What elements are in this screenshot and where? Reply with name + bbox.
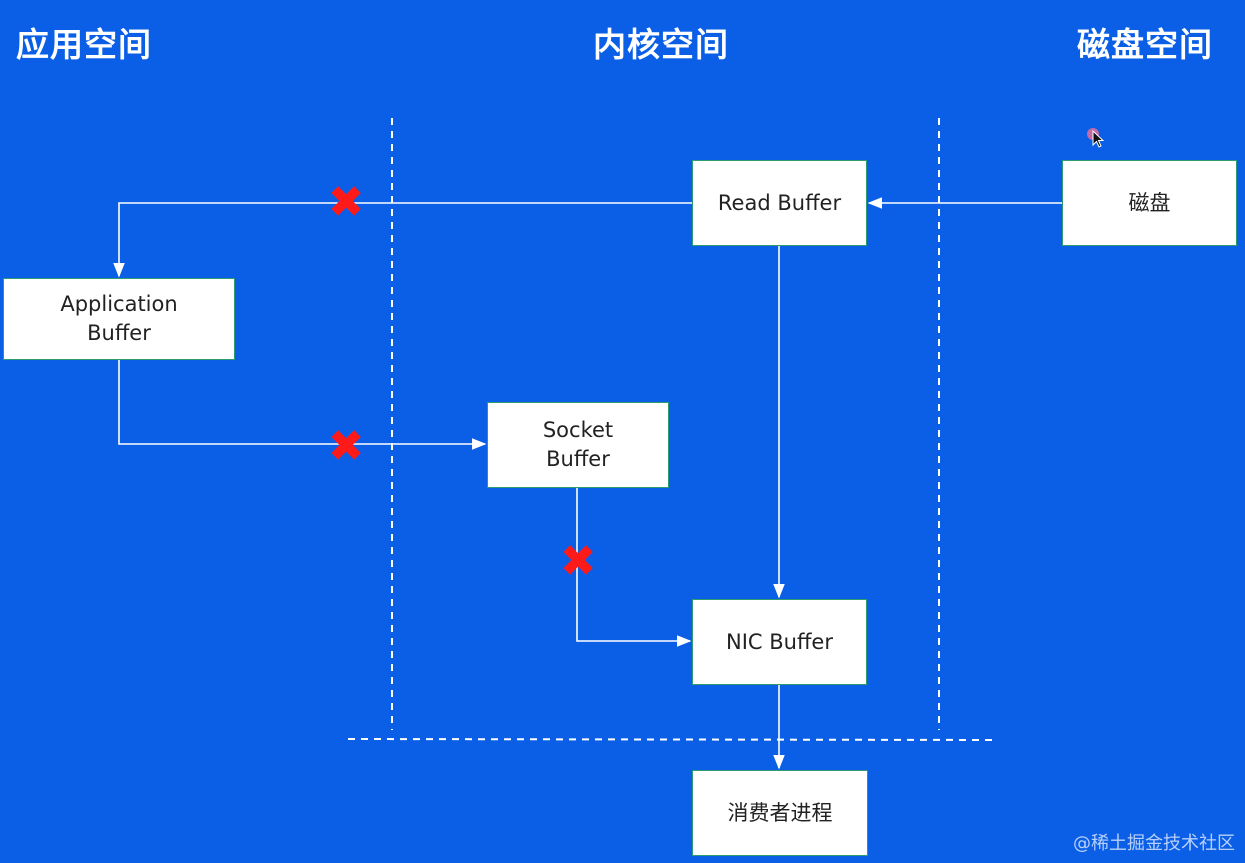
disk-label: 磁盘 [1128, 190, 1171, 215]
disk-box: 磁盘 [1062, 160, 1237, 246]
consumer-process-label: 消费者进程 [727, 800, 833, 825]
application-buffer-label-line2: Buffer [87, 321, 151, 345]
read-buffer-label: Read Buffer [717, 190, 842, 215]
read-buffer-box: Read Buffer [692, 160, 867, 246]
arrow-socket-buffer-to-nic-buffer [576, 488, 692, 647]
nic-buffer-box: NIC Buffer [692, 599, 867, 685]
socket-buffer-label-line2: Buffer [546, 447, 610, 471]
arrow-app-buffer-to-socket-buffer [118, 360, 487, 450]
mouse-cursor-icon [1087, 128, 1105, 148]
application-buffer-box: Application Buffer [3, 278, 235, 360]
blocked-x-icon-socket-to-nic: ✖ [559, 536, 597, 587]
application-buffer-label-line1: Application [60, 292, 178, 316]
blocked-x-icon-read-to-app: ✖ [327, 177, 365, 228]
region-title-app-space: 应用空间 [16, 25, 152, 64]
socket-buffer-label-line1: Socket [542, 418, 614, 442]
boundary-bottom [347, 738, 997, 741]
region-title-kernel-space: 内核空间 [593, 25, 729, 64]
nic-buffer-label: NIC Buffer [726, 629, 833, 654]
consumer-process-box: 消费者进程 [692, 770, 868, 856]
blocked-x-icon-app-to-socket: ✖ [327, 421, 365, 472]
socket-buffer-box: Socket Buffer [487, 402, 669, 488]
watermark: @稀土掘金技术社区 [1073, 833, 1235, 854]
arrow-read-buffer-to-app-buffer [113, 202, 692, 278]
region-title-disk-space: 磁盘空间 [1077, 25, 1213, 64]
